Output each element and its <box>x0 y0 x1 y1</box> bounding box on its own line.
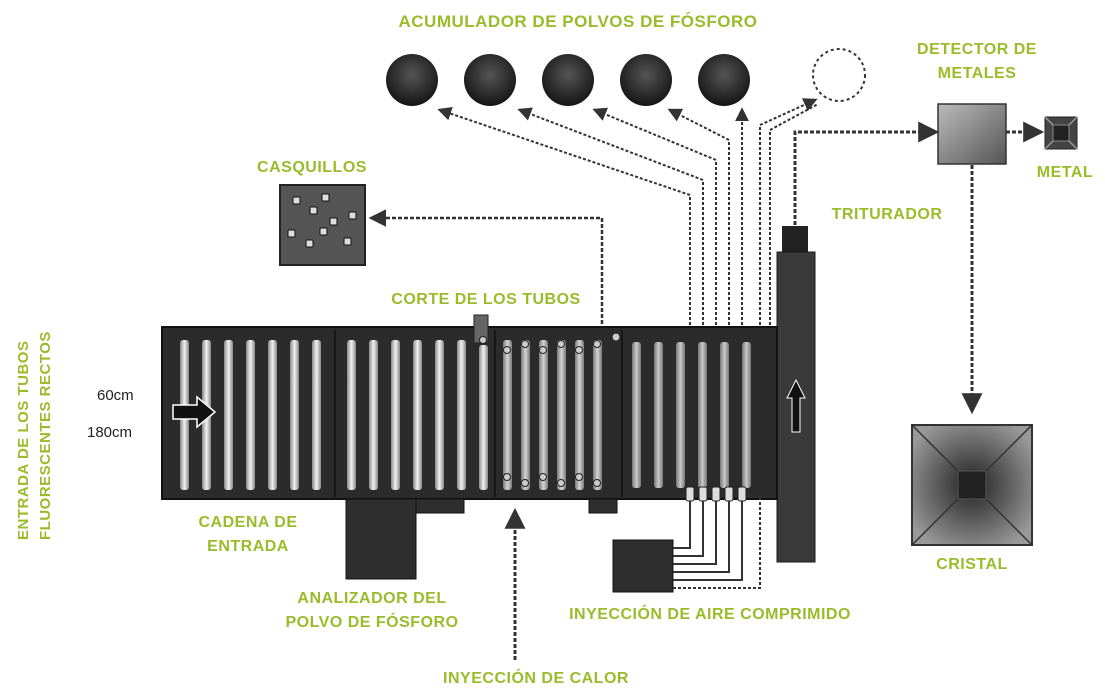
entry-vertical-label: ENTRADA DE LOS TUBOS FLUORESCENTES RECTO… <box>15 331 54 540</box>
phosphor-accumulator-label: ACUMULADOR DE POLVOS DE FÓSFORO <box>399 12 758 31</box>
analyzer-label-line1: ANALIZADOR DEL <box>297 590 446 607</box>
metal-detector-label-line2: METALES <box>938 65 1017 82</box>
drum-icon <box>542 54 594 106</box>
drum-icon <box>698 54 750 106</box>
air-injection-label: INYECCIÓN DE AIRE COMPRIMIDO <box>569 604 851 623</box>
air-compressor <box>612 539 674 593</box>
metal-detector-box <box>937 103 1007 165</box>
length-long-label: 180cm <box>87 424 132 441</box>
phosphor-drums <box>386 48 866 106</box>
entry-label-line2: FLUORESCENTES RECTOS <box>37 331 54 540</box>
analyzer-label-line2: POLVO DE FÓSFORO <box>285 612 458 631</box>
caps-label: CASQUILLOS <box>257 159 367 176</box>
air-nozzles <box>685 486 747 502</box>
empty-drum-icon <box>812 48 866 102</box>
length-short-label: 60cm <box>97 387 134 404</box>
under-unit <box>588 498 618 514</box>
main-machine <box>161 326 778 500</box>
metal-detector-label-line1: DETECTOR DE <box>917 41 1037 58</box>
glass-label: CRISTAL <box>936 556 1008 573</box>
analyzer-connector <box>415 498 465 514</box>
crusher-label: TRITURADOR <box>832 206 943 223</box>
entry-label-line1: ENTRADA DE LOS TUBOS <box>15 341 32 540</box>
metal-label: METAL <box>1037 164 1093 181</box>
tube-cutting-label: CORTE DE LOS TUBOS <box>391 291 580 308</box>
drum-icon <box>386 54 438 106</box>
caps-duct <box>368 209 604 330</box>
phosphor-analyzer-unit <box>345 498 417 580</box>
crusher-to-detector-line <box>793 121 940 225</box>
air-lines <box>673 492 761 589</box>
drum-icon <box>620 54 672 106</box>
metal-bin-inner <box>1052 124 1070 142</box>
glass-bin-inner <box>957 470 987 500</box>
crusher-hopper <box>782 226 808 256</box>
nozzle-dots <box>479 332 621 487</box>
phosphor-ducts <box>437 98 819 325</box>
heat-injection-label: INYECCIÓN DE CALOR <box>443 668 629 687</box>
fluorescent-tubes <box>180 340 751 490</box>
drum-icon <box>464 54 516 106</box>
input-chain-label-line2: ENTRADA <box>207 538 289 555</box>
crusher-up-arrow-icon <box>786 378 806 433</box>
caps-items <box>287 193 357 248</box>
entry-arrow-icon <box>172 395 217 429</box>
input-chain-label-line1: CADENA DE <box>198 514 297 531</box>
